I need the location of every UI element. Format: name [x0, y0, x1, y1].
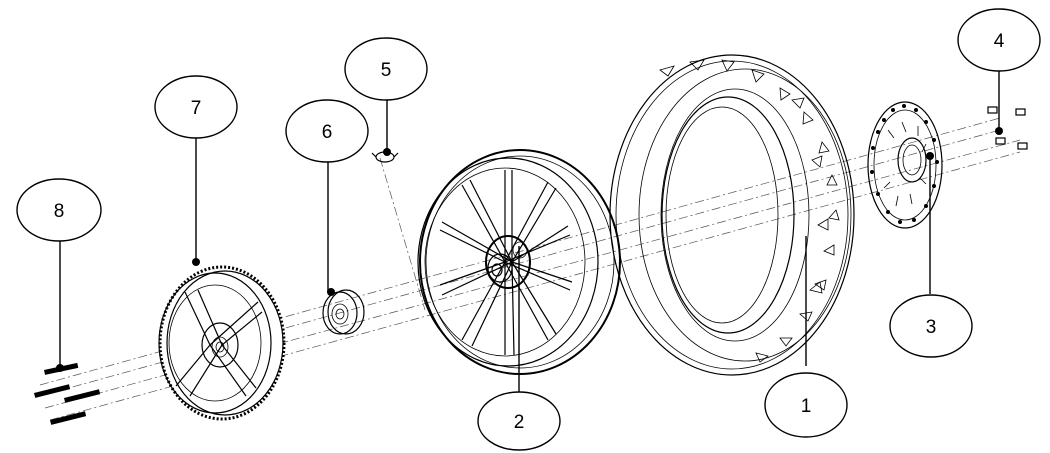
callout-3: 3 [889, 294, 973, 358]
hub-adapter-icon [322, 288, 365, 335]
callout-4: 4 [957, 8, 1041, 72]
leader-lines [59, 70, 1000, 392]
valve-stem-icon [371, 148, 399, 163]
callout-1: 1 [764, 372, 848, 438]
tire-icon [609, 54, 855, 376]
callout-4-label: 4 [994, 31, 1005, 52]
sprocket-bolts-icon [33, 362, 101, 425]
callout-1-label: 1 [801, 396, 812, 417]
callout-7: 7 [154, 75, 238, 139]
disc-bolts-icon [987, 106, 1028, 150]
callout-5-label: 5 [381, 60, 392, 81]
callout-6-label: 6 [322, 122, 333, 143]
callout-3-label: 3 [926, 317, 937, 338]
callout-2: 2 [477, 391, 561, 451]
callout-2-label: 2 [514, 412, 525, 433]
callout-7-label: 7 [191, 98, 202, 119]
wheel-rim-icon [417, 149, 621, 375]
callout-6: 6 [285, 99, 369, 163]
callout-5: 5 [344, 37, 428, 101]
sprocket-icon [158, 258, 286, 421]
callout-8: 8 [16, 178, 102, 242]
brake-disc-icon [867, 101, 943, 229]
callout-8-label: 8 [54, 201, 65, 222]
